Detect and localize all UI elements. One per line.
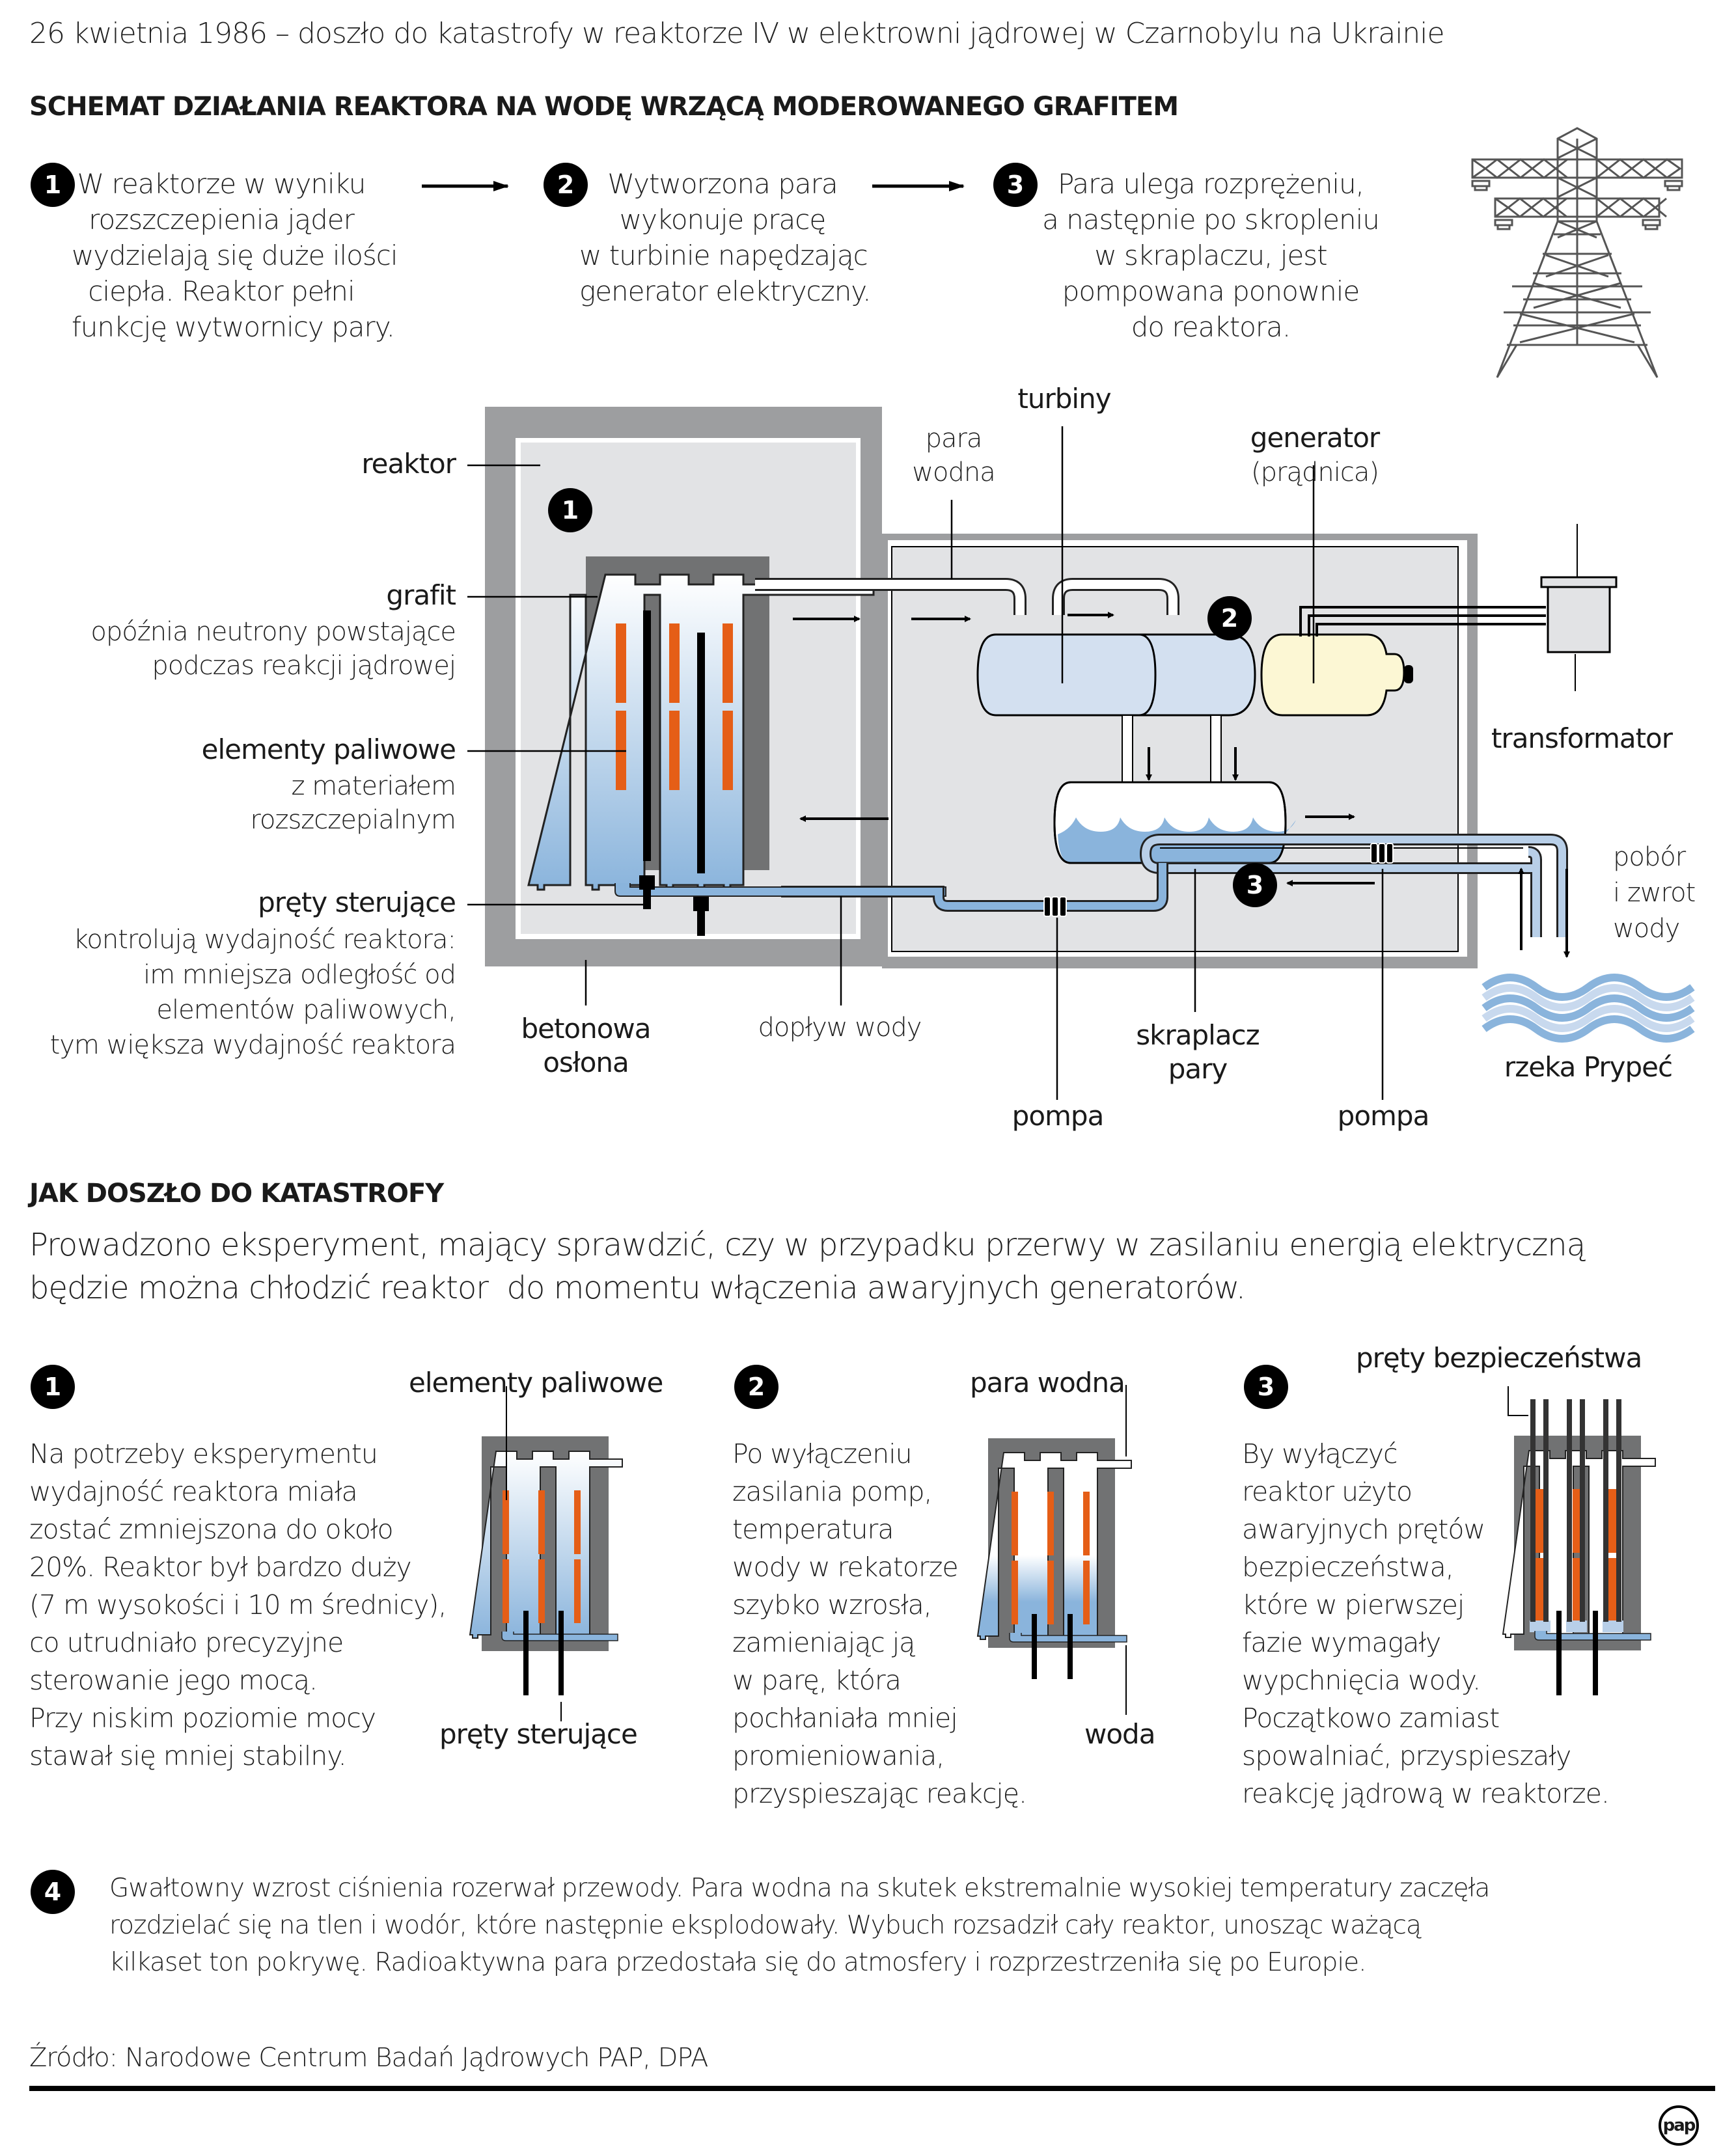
step-badge-2: 2 (544, 163, 588, 207)
transformer (1540, 524, 1618, 691)
condenser (1053, 781, 1296, 864)
panel-text-1: Na potrzeby eksperymentu wydajność reakt… (29, 1438, 447, 1771)
pump-cooling (1370, 843, 1394, 864)
pap-logo: pap (1659, 2105, 1699, 2146)
label-pump-1: pompa (1012, 1100, 1105, 1132)
panel-label-safety-rods: pręty bezpieczeństwa (1356, 1342, 1642, 1374)
water-flow-arrows (799, 814, 1570, 958)
step-badge-4: 4 (31, 1870, 75, 1914)
label-water-inflow: dopływ wody (758, 1013, 922, 1043)
label-river: rzeka Prypeć (1504, 1051, 1673, 1083)
page-title: 26 kwietnia 1986 – doszło do katastrofy … (29, 17, 1445, 50)
fuel-elements (616, 623, 733, 790)
mini-reactor-3 (1502, 1386, 1656, 1695)
diagram-badge-1: 1 (548, 488, 592, 532)
step-text-2: Wytworzona para wykonuje pracę w turbini… (579, 168, 872, 307)
label-control-rods-desc: kontrolują wydajność reaktora: im mniejs… (49, 925, 456, 1060)
panel-text-2: Po wyłączeniu zasilania pomp, temperatur… (732, 1438, 1027, 1809)
panel-badge-2: 2 (734, 1365, 778, 1409)
label-generator: generator (1250, 422, 1380, 454)
section-heading-catastrophe: JAK DOSZŁO DO KATASTROFY (29, 1179, 444, 1209)
panel-label-steam: para wodna (970, 1367, 1125, 1399)
panel-badge-3: 3 (1244, 1365, 1288, 1409)
label-fuel-elements: elementy paliwowe (201, 733, 456, 765)
leader-lines (467, 426, 1384, 1100)
section-heading-scheme: SCHEMAT DZIAŁANIA REAKTORA NA WODĘ WRZĄC… (29, 92, 1179, 122)
panel-label-fuel: elementy paliwowe (409, 1367, 663, 1399)
label-steam: para wodna (912, 424, 995, 487)
section-intro: Prowadzono eksperyment, mający sprawdzić… (29, 1227, 1586, 1306)
label-reaktor: reaktor (361, 448, 456, 480)
step-text-4: Gwałtowny wzrost ciśnienia rozerwał prze… (109, 1874, 1490, 1977)
feedwater-pipe (781, 863, 1168, 912)
label-grafit-desc: opóźnia neutrony powstające podczas reak… (90, 617, 456, 681)
mini-reactor-1 (469, 1386, 623, 1721)
cooling-water-loop (1139, 834, 1568, 937)
step-badge-1: 1 (31, 163, 75, 207)
source-note: Źródło: Narodowe Centrum Badań Jądrowych… (29, 2043, 708, 2073)
label-turbines: turbiny (1017, 383, 1111, 415)
step-text-3: Para ulega rozprężeniu, a następnie po s… (1042, 168, 1380, 343)
label-control-rods: pręty sterujące (258, 886, 456, 918)
power-pylon (1471, 127, 1683, 378)
label-concrete-shield: betonowa osłona (521, 1013, 651, 1078)
panel-label-water: woda (1084, 1718, 1155, 1750)
footer-rule (29, 2086, 1715, 2091)
control-rods (639, 610, 709, 936)
mini-reactor-2 (976, 1385, 1132, 1715)
turbine (976, 633, 1256, 717)
label-grafit: grafit (386, 579, 456, 611)
steam-flow-arrows (793, 612, 1114, 622)
step-text-1: W reaktorze w wyniku rozszczepienia jąde… (72, 168, 398, 343)
label-condenser: skraplacz pary (1136, 1019, 1260, 1085)
exhaust-pipes (1122, 715, 1239, 783)
label-fuel-desc: z materiałem rozszczepialnym (250, 771, 456, 835)
label-transformer: transformator (1491, 722, 1673, 754)
label-generator-alt: (prądnica) (1251, 458, 1379, 487)
panel-label-control-rods: pręty sterujące (439, 1718, 638, 1750)
label-pump-2: pompa (1337, 1100, 1430, 1132)
power-lines (1299, 606, 1546, 636)
step-badge-3: 3 (993, 163, 1038, 207)
steam-pipe (755, 578, 1179, 615)
river-waves (1481, 974, 1695, 1043)
generator (1260, 633, 1413, 717)
label-water-intake: pobór i zwrot wody (1613, 842, 1696, 944)
pump-feedwater (1043, 896, 1067, 917)
panel-text-3: By wyłączyć reaktor użyto awaryjnych prę… (1242, 1438, 1610, 1809)
diagram-badge-2: 2 (1207, 596, 1252, 640)
diagram-badge-3: 3 (1233, 863, 1277, 907)
panel-badge-1: 1 (31, 1365, 75, 1409)
